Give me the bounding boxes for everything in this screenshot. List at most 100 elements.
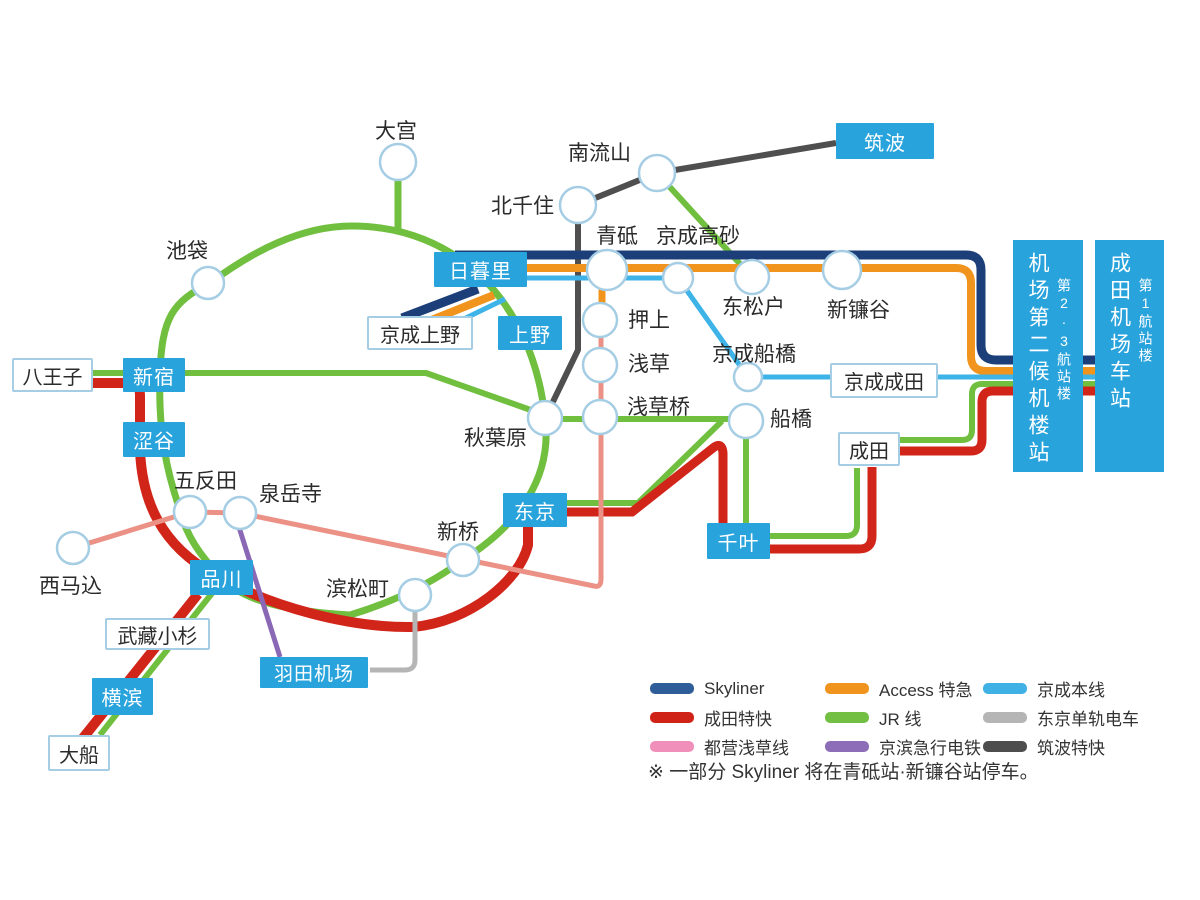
- legend-note: ※ 一部分 Skyliner 将在青砥站·新镰谷站停车。: [648, 762, 1039, 783]
- airport-terminal1-sub: 第1航站楼: [1137, 278, 1154, 365]
- legend-item-skyliner: Skyliner: [650, 679, 825, 699]
- line-monorail: [370, 608, 418, 673]
- legend-item-access-express: Access 特急: [825, 676, 983, 701]
- station-label-asakusa: 浅草: [628, 353, 670, 376]
- station-box-tokyo: 东京: [503, 493, 567, 527]
- airport-terminal1-name: 成田机场车站: [1107, 252, 1131, 414]
- dot-funabashi: [727, 402, 765, 440]
- dot-nishi-magome: [55, 530, 91, 566]
- station-box-tsukuba: 筑波: [836, 123, 934, 159]
- dot-asakusabashi: [581, 398, 619, 436]
- legend-label: 筑波特快: [1037, 739, 1105, 758]
- legend-item-keisei-main: 京成本线: [983, 676, 1139, 701]
- dot-minami-nagareyama: [637, 153, 677, 193]
- dot-hamamatsucho: [397, 577, 433, 613]
- legend-item-keikyu: 京滨急行电铁: [825, 734, 983, 759]
- station-box-shinjuku: 新宿: [123, 358, 185, 392]
- legend-item-monorail: 东京单轨电车: [983, 705, 1139, 730]
- keikyu-line-swatch-icon: [825, 741, 869, 752]
- station-box-shinagawa: 品川: [190, 560, 253, 595]
- station-box-airport-terminal2: 机场第二候机楼站 第2·3航站楼: [1013, 240, 1083, 472]
- legend-item-tsukuba-express: 筑波特快: [983, 734, 1139, 759]
- station-box-keisei-ueno: 京成上野: [367, 316, 473, 350]
- station-label-oshiage: 押上: [628, 309, 670, 332]
- access-express-line-swatch-icon: [825, 683, 869, 694]
- station-dots: [55, 142, 863, 613]
- dot-shimbashi: [445, 542, 481, 578]
- station-box-airport-terminal1: 成田机场车站 第1航站楼: [1095, 240, 1164, 472]
- dot-kita-senju: [558, 185, 598, 225]
- line-jr-musashino: [654, 170, 755, 280]
- dot-omiya: [378, 142, 418, 182]
- legend-item-toei-asakusa: 都营浅草线: [650, 734, 825, 759]
- legend-item-jr: JR 线: [825, 705, 983, 730]
- station-label-akihabara: 秋葉原: [464, 427, 527, 450]
- station-box-nippori: 日暮里: [434, 252, 527, 287]
- station-label-omiya: 大宫: [375, 120, 417, 143]
- station-box-hachioji: 八王子: [12, 358, 93, 392]
- jr-line-swatch-icon: [825, 712, 869, 723]
- station-label-gotanda: 五反田: [174, 470, 237, 493]
- line-skyliner-diag: [400, 284, 480, 323]
- line-jr-narita-airport: [900, 381, 1100, 443]
- line-access: [468, 264, 1100, 375]
- station-box-haneda-airport: 羽田机场: [260, 657, 368, 688]
- monorail-line-swatch-icon: [983, 712, 1027, 723]
- station-label-keisei-funabashi: 京成船橋: [712, 343, 796, 366]
- narita-express-line-swatch-icon: [650, 712, 694, 723]
- station-label-minami-nagareyama: 南流山: [568, 142, 631, 165]
- station-label-higashi-matsudo: 东松户: [722, 296, 785, 319]
- station-label-aoto: 青砥: [596, 225, 638, 248]
- station-label-hamamatsucho: 滨松町: [326, 578, 389, 601]
- airport-terminal2-sub: 第2·3航站楼: [1056, 278, 1072, 403]
- station-box-musashi-kosugi: 武藏小杉: [105, 618, 210, 650]
- legend-label: JR 线: [879, 710, 922, 729]
- line-nex-ofuna: [79, 590, 202, 742]
- station-label-asakusabashi: 浅草桥: [627, 396, 690, 419]
- legend-label: 京滨急行电铁: [879, 739, 981, 758]
- dot-ikebukuro: [190, 265, 226, 301]
- toei-asakusa-line-swatch-icon: [650, 741, 694, 752]
- station-label-kita-senju: 北千住: [491, 195, 554, 218]
- dot-asakusa: [581, 346, 619, 384]
- line-nex-narita-airport: [900, 386, 1100, 456]
- dot-keisei-takasago: [661, 261, 695, 295]
- line-keikyu: [235, 523, 283, 658]
- line-jr-chuo: [93, 370, 543, 417]
- station-label-nishi-magome: 西马込: [39, 575, 102, 598]
- legend-label: 东京单轨电车: [1037, 710, 1139, 729]
- station-box-yokohama: 横滨: [92, 678, 153, 715]
- station-box-narita: 成田: [838, 432, 900, 466]
- tsukuba-express-line-swatch-icon: [983, 741, 1027, 752]
- line-toei-asakusa: [72, 322, 604, 589]
- station-box-ofuna: 大船: [48, 735, 110, 771]
- station-box-shibuya: 涩谷: [123, 422, 185, 457]
- station-label-sengakuji: 泉岳寺: [259, 483, 322, 506]
- legend-item-narita-express: 成田特快: [650, 705, 825, 730]
- dot-oshiage: [581, 301, 619, 339]
- legend-label: Access 特急: [879, 681, 973, 700]
- line-skyliner: [455, 250, 1100, 365]
- airport-terminal2-name: 机场第二候机楼站: [1026, 252, 1049, 468]
- dot-higashi-matsudo: [733, 258, 771, 296]
- legend-label: 都营浅草线: [704, 739, 789, 758]
- dot-akihabara: [526, 399, 564, 437]
- dot-keisei-funabashi: [732, 361, 764, 393]
- station-box-chiba: 千叶: [707, 523, 770, 559]
- dot-gotanda: [172, 494, 208, 530]
- skyliner-line-swatch-icon: [650, 683, 694, 694]
- station-label-shimbashi: 新桥: [437, 521, 479, 544]
- station-label-ikebukuro: 池袋: [166, 240, 208, 263]
- legend-label: Skyliner: [704, 678, 765, 698]
- dot-shin-kamagaya: [821, 249, 863, 291]
- dot-sengakuji: [222, 495, 258, 531]
- station-label-shin-kamagaya: 新镰谷: [827, 299, 890, 322]
- legend-label: 京成本线: [1037, 681, 1105, 700]
- station-box-keisei-narita: 京成成田: [830, 363, 938, 398]
- legend: Skyliner 成田特快 都营浅草线 Access 特急 JR 线 京滨急行电…: [650, 674, 1139, 761]
- station-box-ueno: 上野: [498, 316, 562, 350]
- station-label-keisei-takasago: 京成高砂: [656, 225, 740, 248]
- legend-label: 成田特快: [704, 710, 772, 729]
- station-label-funabashi: 船橋: [770, 408, 812, 431]
